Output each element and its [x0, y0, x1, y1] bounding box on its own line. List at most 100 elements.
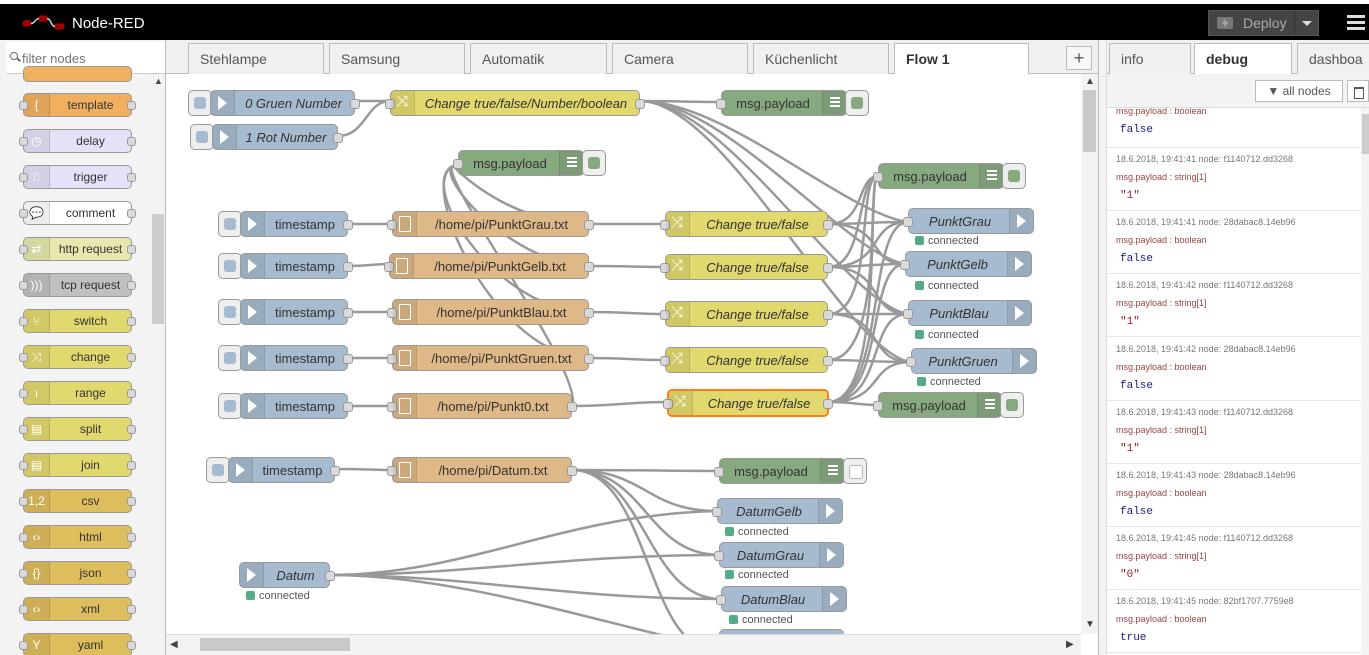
palette-node-trigger[interactable]: ⎍trigger [19, 165, 136, 189]
palette-scrollbar[interactable]: ▲ ▼ [150, 76, 165, 655]
debug-message-value[interactable]: "1" [1120, 190, 1140, 202]
tab-stehlampe[interactable]: Stehlampe [188, 43, 324, 74]
file-node-punktgruen[interactable]: /home/pi/PunktGruen.txt [387, 345, 594, 371]
debug-message-topic[interactable]: msg.payload : boolean [1116, 235, 1207, 246]
tab-flow-1[interactable]: Flow 1 [894, 43, 1029, 75]
scroll-right-icon[interactable]: ▶ [1066, 639, 1074, 650]
palette-node-tcp-request[interactable]: )))tcp request [19, 273, 136, 297]
input-port[interactable] [387, 220, 397, 230]
debug-message-value[interactable]: false [1120, 379, 1154, 392]
palette-node-change[interactable]: ⤨change [19, 345, 136, 369]
mqtt-out-punktgrau[interactable]: PunktGrau [903, 208, 1034, 234]
inject-trigger-button[interactable] [188, 90, 212, 116]
input-port[interactable] [906, 357, 916, 367]
inject-trigger-button[interactable] [190, 124, 214, 150]
file-node-punktgrau[interactable]: /home/pi/PunktGrau.txt [387, 211, 594, 237]
output-port[interactable] [343, 262, 353, 272]
output-port[interactable] [584, 354, 594, 364]
debug-node[interactable]: msg.payload [716, 90, 847, 116]
mqtt-out-datumgelb[interactable]: DatumGelb [712, 498, 843, 524]
mqtt-out-punktblau[interactable]: PunktBlau [903, 300, 1032, 326]
input-port[interactable] [384, 262, 394, 272]
canvas-vertical-scrollbar[interactable]: ▲ ▼ [1081, 74, 1098, 634]
change-node-0-selected[interactable]: Change true/false [663, 389, 833, 417]
output-port[interactable] [343, 308, 353, 318]
inject-node-timestamp[interactable]: timestamp [240, 345, 353, 371]
sidebar-tab-debug[interactable]: debug [1194, 43, 1292, 75]
debug-message-value[interactable]: false [1120, 253, 1154, 266]
palette-scroll-thumb[interactable] [152, 214, 164, 324]
debug-message-value[interactable]: "0" [1120, 569, 1140, 582]
debug-message-value[interactable]: false [1120, 506, 1154, 518]
inject-trigger-button[interactable] [218, 299, 242, 325]
debug-node[interactable]: msg.payload [873, 392, 1002, 418]
debug-message-value[interactable]: "1" [1120, 316, 1140, 329]
input-port[interactable] [387, 354, 397, 364]
debug-message-topic[interactable]: msg.payload : string[1] [1116, 424, 1207, 435]
change-node-main[interactable]: Change true/false/Number/boolean [385, 90, 645, 116]
deploy-button[interactable]: Deploy [1208, 10, 1319, 36]
output-port[interactable] [823, 399, 833, 409]
palette-node-html[interactable]: ‹›html [19, 525, 136, 549]
palette-filter-input[interactable] [22, 49, 162, 67]
palette-node-template[interactable]: {template [19, 93, 136, 117]
main-menu-hamburger-icon[interactable] [1347, 12, 1365, 32]
tab-camera[interactable]: Camera [612, 43, 748, 74]
scroll-up-icon[interactable]: ▲ [154, 76, 163, 86]
inject-node-timestamp[interactable]: timestamp [240, 253, 353, 279]
inject-trigger-button[interactable] [206, 457, 230, 483]
palette-node-split[interactable]: ▤split [19, 417, 136, 441]
debug-message-topic[interactable]: msg.payload : string[1] [1116, 172, 1207, 182]
vertical-scroll-thumb[interactable] [1083, 90, 1096, 152]
flow-canvas[interactable]: 0 Gruen Number 1 Rot Number Change true/… [166, 74, 1081, 634]
debug-message-topic[interactable]: msg.payload : string[1] [1116, 551, 1207, 562]
inject-trigger-button[interactable] [218, 393, 242, 419]
debug-message-topic[interactable]: msg.payload : string[1] [1116, 298, 1207, 309]
mqtt-in-datum[interactable]: Datum [239, 562, 335, 588]
output-port[interactable] [343, 220, 353, 230]
change-node-gruen[interactable]: Change true/false [660, 347, 833, 373]
tab-automatik[interactable]: Automatik [470, 43, 607, 74]
debug-message-topic[interactable]: msg.payload : boolean [1116, 361, 1207, 372]
sidebar-scrollbar[interactable] [1361, 108, 1369, 655]
horizontal-scroll-thumb[interactable] [200, 638, 350, 651]
sidebar-resize-handle[interactable] [1099, 40, 1107, 655]
output-port[interactable] [635, 99, 645, 109]
input-port[interactable] [873, 172, 883, 182]
clear-debug-trash-icon[interactable] [1347, 80, 1369, 102]
output-port[interactable] [584, 262, 594, 272]
scroll-left-icon[interactable]: ◀ [170, 639, 178, 650]
canvas-horizontal-scrollbar[interactable]: ◀ ▶ [166, 634, 1081, 655]
input-port[interactable] [387, 308, 397, 318]
palette-node-partial[interactable] [23, 66, 132, 82]
output-port[interactable] [343, 354, 353, 364]
debug-toggle-button[interactable] [582, 150, 606, 176]
palette-node-http-request[interactable]: ⇄http request [19, 237, 136, 261]
file-node-punktgelb[interactable]: /home/pi/PunktGelb.txt [384, 253, 594, 279]
inject-node-rot[interactable]: 1 Rot Number [212, 124, 343, 150]
input-port[interactable] [453, 159, 463, 169]
input-port[interactable] [714, 467, 724, 477]
debug-toggle-button[interactable] [845, 90, 869, 116]
output-port[interactable] [343, 402, 353, 412]
output-port[interactable] [325, 571, 335, 581]
file-node-punkt0[interactable]: /home/pi/Punkt0.txt [387, 393, 577, 419]
input-port[interactable] [387, 402, 397, 412]
inject-node-timestamp[interactable]: timestamp [240, 299, 353, 325]
mqtt-out-punktgelb[interactable]: PunktGelb [900, 251, 1032, 277]
scroll-down-icon[interactable]: ▼ [1085, 619, 1095, 630]
debug-toggle-button[interactable] [843, 458, 867, 484]
sidebar-tab-info[interactable]: info [1109, 43, 1191, 74]
scroll-up-icon[interactable]: ▲ [1085, 76, 1095, 87]
mqtt-out-datumblau[interactable]: DatumBlau [716, 586, 847, 612]
mqtt-out-partial[interactable] [719, 629, 844, 634]
debug-toggle-button[interactable] [1000, 392, 1024, 418]
debug-node[interactable]: msg.payload [873, 163, 1004, 189]
file-node-datum[interactable]: /home/pi/Datum.txt [387, 457, 577, 483]
palette-node-join[interactable]: ▤join [19, 453, 136, 477]
output-port[interactable] [584, 220, 594, 230]
debug-node[interactable]: msg.payload [453, 150, 584, 176]
